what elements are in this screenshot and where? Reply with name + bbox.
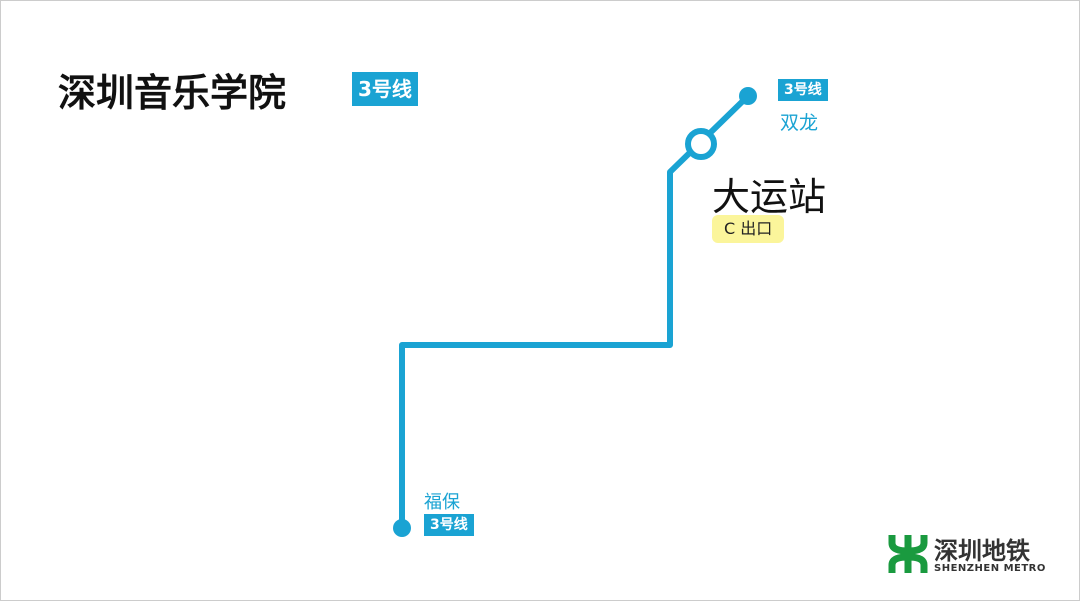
top-station-name: 双龙 — [780, 112, 819, 134]
top-line-badge: 3号线 — [778, 79, 828, 101]
logo-en: SHENZHEN METRO — [934, 563, 1046, 574]
bottom-station-name: 福保 — [424, 492, 460, 513]
exit-badge: C 出口 — [712, 215, 785, 243]
line-badge: 3号线 — [352, 72, 418, 106]
page-title: 深圳音乐学院 — [58, 71, 287, 115]
station-main-ring — [685, 128, 717, 160]
metro-logo-icon — [888, 535, 928, 573]
logo-cn: 深圳地铁 — [934, 537, 1030, 565]
metro-logo: 深圳地铁 SHENZHEN METRO — [888, 533, 1045, 579]
route-line — [399, 93, 751, 528]
station-dot-bottom — [393, 519, 411, 537]
main-station-name: 大运站 — [712, 175, 827, 219]
station-dot-top — [739, 87, 757, 105]
bottom-line-badge: 3号线 — [424, 514, 474, 536]
